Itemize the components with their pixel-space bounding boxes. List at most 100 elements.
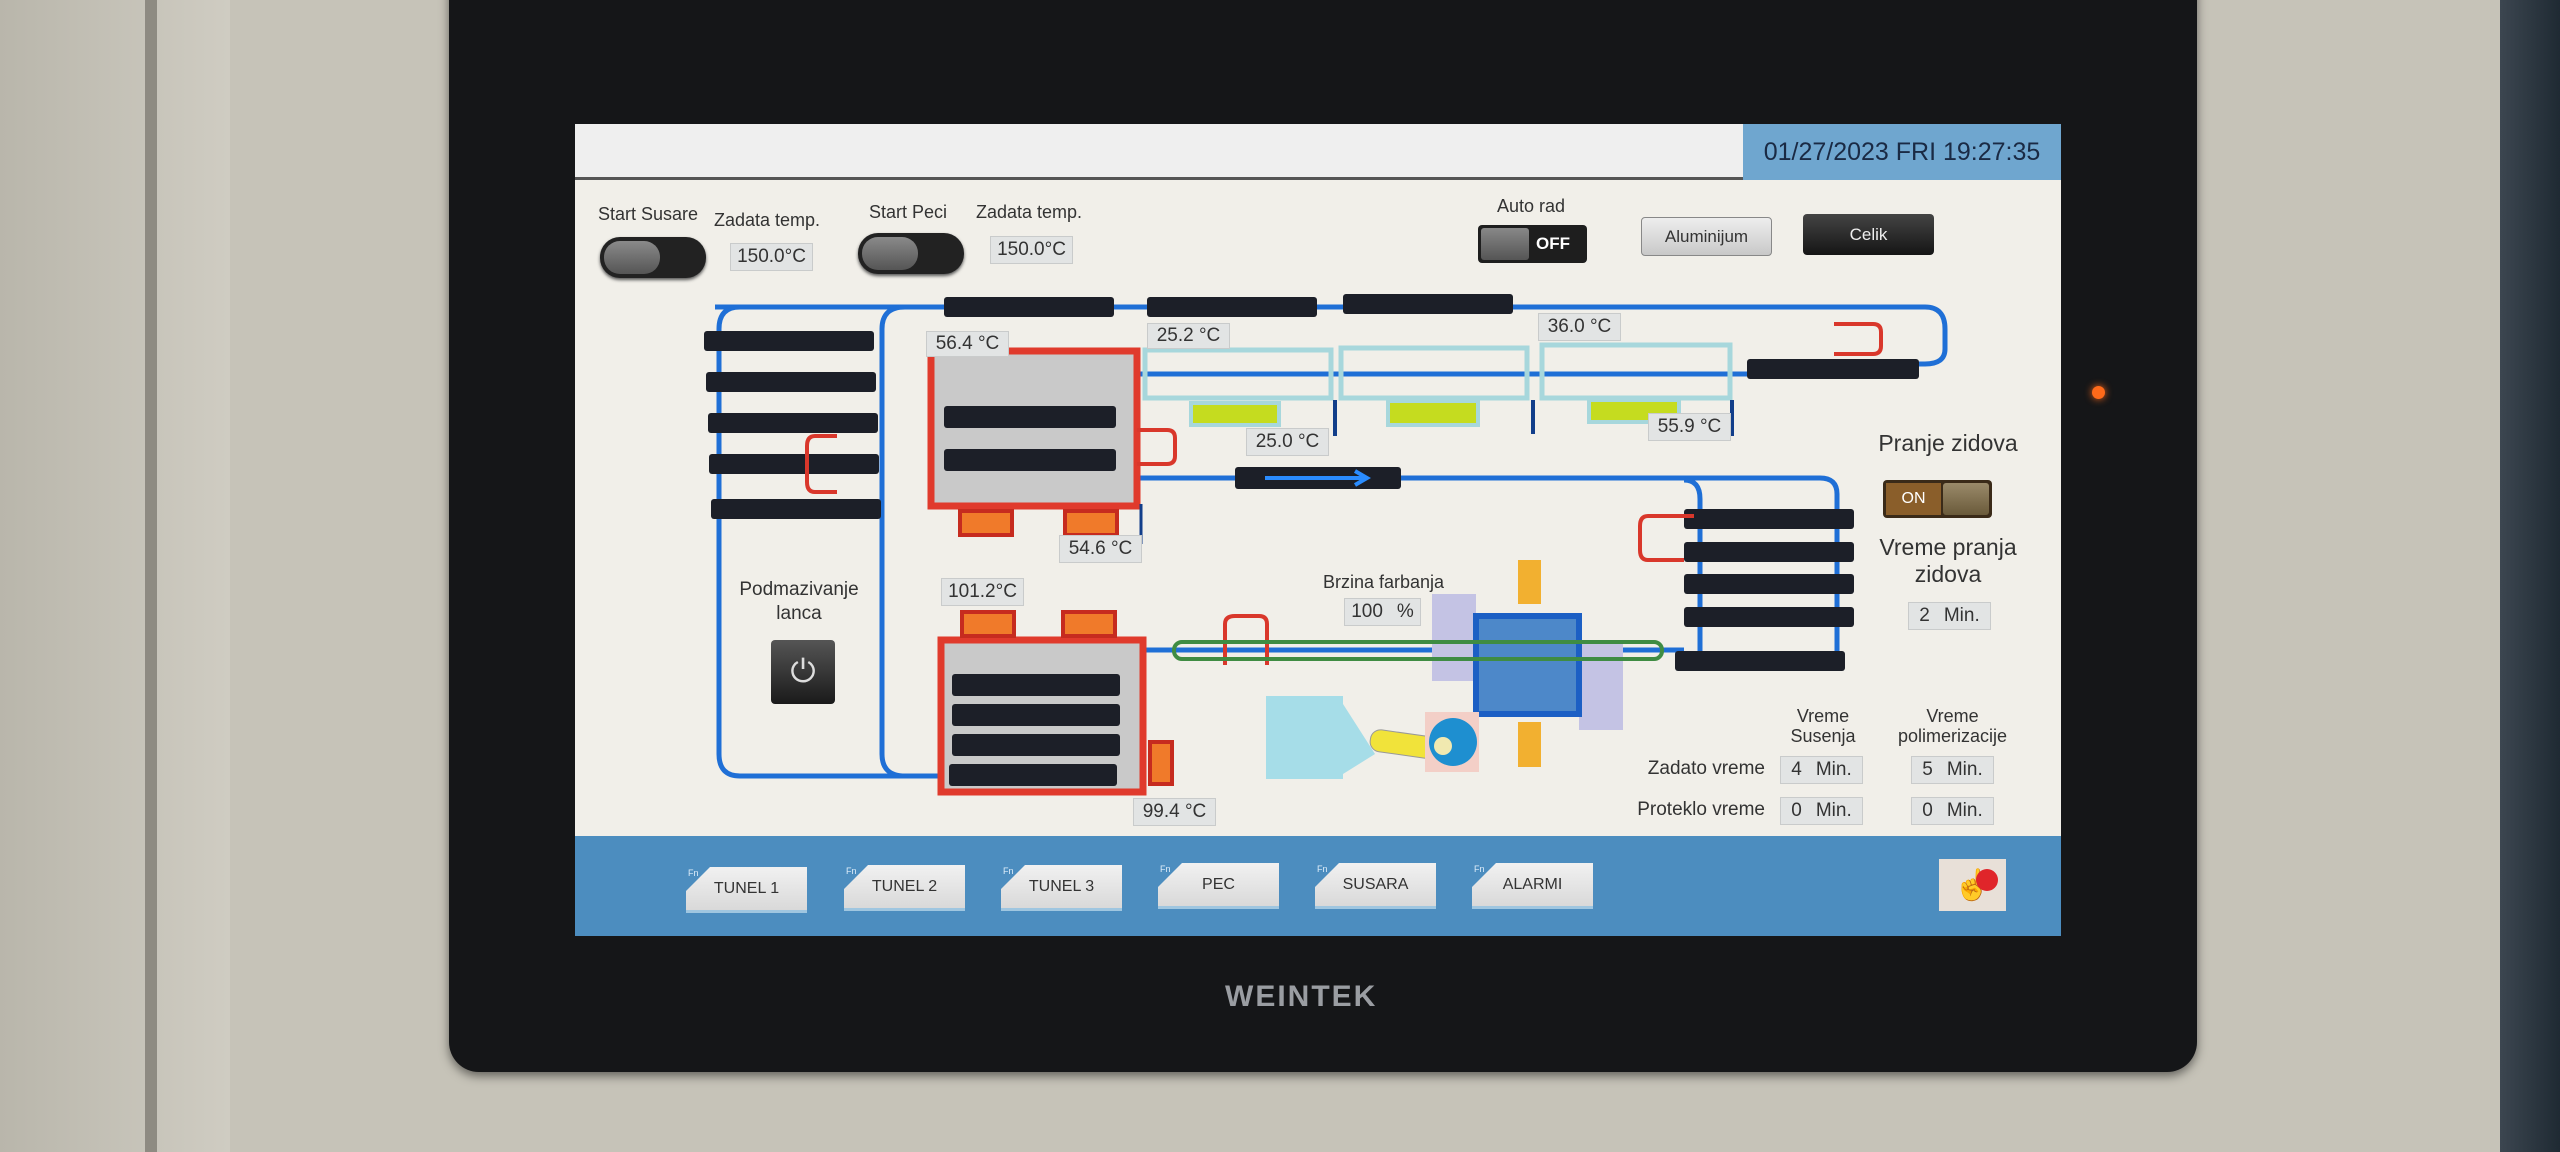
unit: Min. (1946, 800, 1983, 821)
pipe-left-outer (716, 304, 950, 779)
unit: Min. (1815, 800, 1852, 821)
heater-loop-right (1638, 514, 1694, 562)
bar (952, 674, 1120, 696)
paint-conveyor-loop (1172, 640, 1664, 661)
spray-pans (1189, 398, 1681, 427)
bar (1684, 509, 1854, 529)
value: 2 (1919, 605, 1930, 626)
background-right (2500, 0, 2560, 1152)
start-peci-label: Start Peci (869, 202, 948, 222)
power-icon: ⏻ (790, 653, 816, 689)
toggle-knob (1943, 483, 1989, 515)
toggle-knob (862, 237, 918, 270)
bar (704, 331, 874, 351)
value: 5 (1922, 759, 1933, 780)
brzina-unit: % (1396, 601, 1414, 622)
brand-logo: WEINTEK (1225, 980, 1378, 1013)
pranje-zidova-toggle[interactable]: ON (1883, 480, 1992, 518)
bar (1343, 294, 1513, 314)
oven2-top-temp: 101.2°C (941, 578, 1024, 606)
burner (1061, 610, 1117, 638)
bar (1684, 574, 1854, 594)
bar (944, 449, 1116, 471)
wall-background (0, 0, 230, 1152)
bar (1684, 607, 1854, 627)
cabinet-seam (145, 0, 157, 1152)
proteklo-polimerizacija-field: 0 Min. (1911, 797, 1994, 825)
tunnel-dividers (1333, 400, 1734, 436)
vreme-pranja-label: Vreme pranja zidova (1879, 534, 2017, 587)
fn-tag: Fn (1003, 866, 1014, 876)
chain-lubrication-power-button[interactable]: ⏻ (771, 640, 835, 704)
celik-button[interactable]: Celik (1803, 214, 1934, 255)
tunnels (1142, 342, 1733, 401)
oven1-top-temp: 56.4 °C (926, 331, 1009, 357)
fn-tag: Fn (1160, 864, 1171, 874)
oven2-bottom-temp: 99.4 °C (1133, 798, 1216, 826)
tunnel-1 (1142, 347, 1334, 401)
bar (944, 406, 1116, 428)
heater-loop-top (1834, 322, 1883, 356)
start-susare-label: Start Susare (598, 204, 699, 224)
sensor (1518, 722, 1541, 767)
start-susare-toggle[interactable] (600, 237, 706, 278)
peci-setpoint-label: Zadata temp. (976, 202, 1083, 222)
label: TUNEL 1 (713, 879, 780, 897)
podmazivanje-label: Podmazivanje lanca (739, 579, 859, 624)
oven1-heater-loop (1137, 428, 1177, 466)
power-led (2092, 386, 2105, 399)
bar (1147, 297, 1317, 317)
value: 0 (1922, 800, 1933, 821)
fn-tag: Fn (846, 866, 857, 876)
paint-booth (1473, 613, 1582, 717)
start-peci-toggle[interactable] (858, 233, 964, 274)
zadato-vreme-label: Zadato vreme (1647, 758, 1765, 779)
bar (708, 413, 878, 433)
susare-setpoint-label: Zadata temp. (714, 210, 821, 230)
toggle-state: ON (1886, 483, 1941, 515)
sensor (1518, 560, 1541, 604)
tunnel1-bottom-temp: 25.0 °C (1246, 428, 1329, 456)
bar (944, 297, 1114, 317)
pan (1386, 399, 1480, 427)
bar (1675, 651, 1845, 671)
tunnel1-top-temp: 25.2 °C (1147, 323, 1230, 349)
unit: Min. (1943, 605, 1980, 626)
tunnel-2 (1338, 345, 1530, 401)
bar (952, 704, 1120, 726)
burner (958, 509, 1014, 537)
unit: Min. (1815, 759, 1852, 780)
heater-loop-left (805, 434, 837, 494)
arrow-right-icon (1265, 469, 1371, 487)
bar (1684, 542, 1854, 562)
booth-side (1579, 643, 1623, 730)
brzina-value: 100 (1351, 601, 1383, 622)
label: ALARMI (1502, 875, 1563, 893)
burner (960, 610, 1016, 638)
brzina-field[interactable]: 100% (1344, 598, 1421, 626)
vreme-susenja-header: Vreme Susenja (1790, 706, 1856, 746)
pipe-top-loop (715, 304, 1948, 367)
susare-setpoint-field[interactable]: 150.0°C (730, 243, 813, 271)
security-lock-button[interactable]: ☝ (1939, 859, 2006, 911)
tunnel3-top-temp: 36.0 °C (1538, 313, 1621, 341)
chain-bars (704, 294, 1919, 671)
booth-side (1432, 594, 1476, 681)
brzina-label: Brzina farbanja (1323, 572, 1445, 592)
bar (949, 764, 1117, 786)
oven1-bottom-temp: 54.6 °C (1059, 535, 1142, 563)
aluminijum-button[interactable]: Aluminijum (1641, 217, 1772, 256)
peci-setpoint-field[interactable]: 150.0°C (990, 236, 1073, 264)
auto-rad-toggle[interactable]: OFF (1478, 225, 1587, 263)
label: PEC (1202, 875, 1235, 893)
vreme-pranja-field[interactable]: 2 Min. (1908, 602, 1991, 630)
